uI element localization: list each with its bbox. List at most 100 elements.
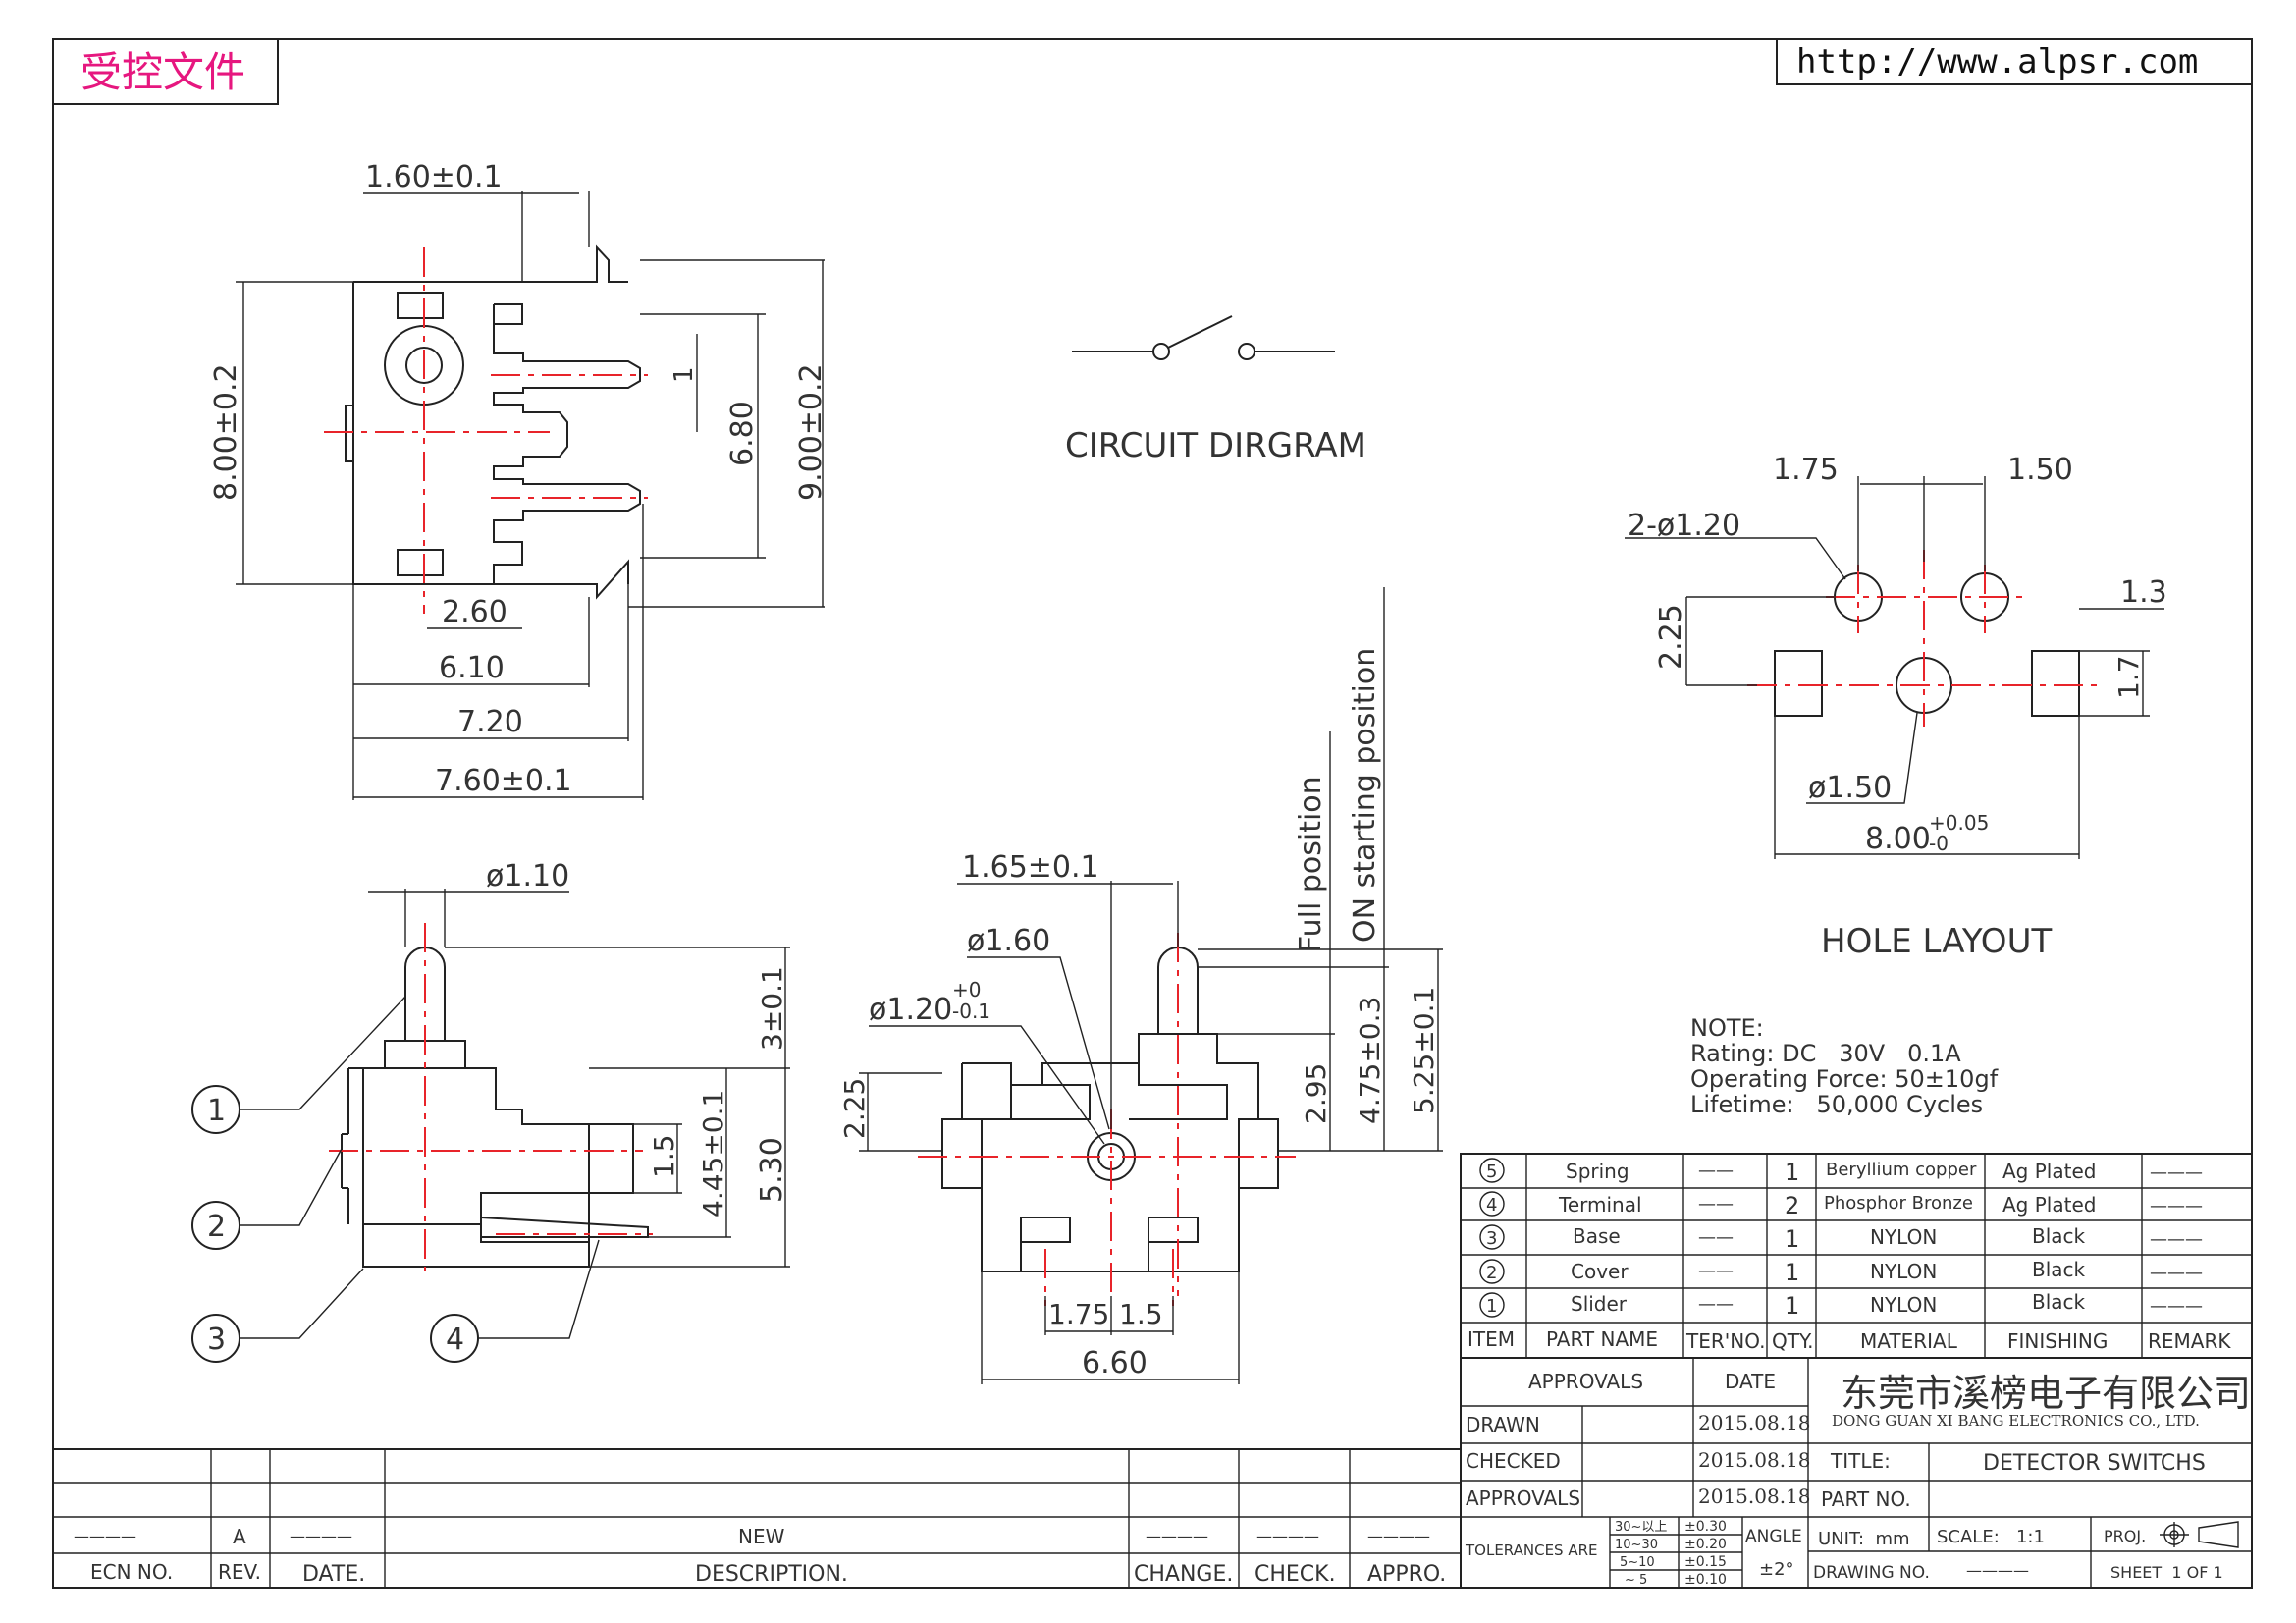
- front-dim-p175: 1.75: [1048, 1298, 1109, 1330]
- bom-qty: 2: [1785, 1192, 1799, 1219]
- rev-header-check: CHECK.: [1255, 1562, 1336, 1587]
- front-dim-d120: ø1.20: [869, 993, 952, 1027]
- rev-value: A: [233, 1525, 246, 1548]
- tb-date-checked: 2015.08.18: [1698, 1448, 1811, 1472]
- callout-2: 2: [207, 1210, 226, 1244]
- tb-tol-value: ±0.15: [1684, 1554, 1727, 1570]
- dim-pin-width: 1.60±0.1: [365, 160, 503, 194]
- bom-qty: 1: [1785, 1225, 1799, 1253]
- tb-tol-value: ±0.10: [1684, 1572, 1727, 1588]
- hole-dim-b: 1.50: [2007, 453, 2073, 487]
- dim-total: 9.00±0.2: [794, 363, 828, 501]
- bom-header: QTY.: [1772, 1329, 1813, 1353]
- label-on-position: ON starting position: [1348, 648, 1382, 943]
- url-box: http://www.alpsr.com: [1776, 39, 2252, 85]
- circuit-diagram: CIRCUIT DIRGRAM: [1065, 315, 1366, 465]
- front-dim-h525: 5.25±0.1: [1408, 987, 1440, 1114]
- tb-title-label: TITLE:: [1830, 1449, 1891, 1473]
- bom-item: 2: [1486, 1263, 1497, 1283]
- bom-name: Spring: [1566, 1160, 1629, 1183]
- side-dim-total: 5.30: [755, 1137, 789, 1203]
- bom-finish: Black: [2032, 1258, 2086, 1281]
- bom-qty: 1: [1785, 1159, 1799, 1186]
- bom-ter: ——: [1698, 1227, 1734, 1248]
- bom-header: FINISHING: [2007, 1329, 2108, 1353]
- note-force: Operating Force: 50±10gf: [1690, 1065, 1999, 1093]
- front-dim-w660: 6.60: [1082, 1346, 1148, 1380]
- tb-checked: CHECKED: [1466, 1449, 1561, 1473]
- callout-3: 3: [207, 1323, 226, 1357]
- tb-tol-range: 5~10: [1620, 1555, 1655, 1570]
- circuit-label: CIRCUIT DIRGRAM: [1065, 426, 1366, 465]
- hole-tol-minus: -0: [1929, 832, 1949, 855]
- company-name-en: DONG GUAN XI BANG ELECTRONICS CO., LTD.: [1832, 1412, 2200, 1430]
- tb-tol-value: ±0.20: [1684, 1537, 1727, 1552]
- tb-tol-range: 30~以上: [1615, 1520, 1667, 1535]
- stamp-text: 受控文件: [80, 48, 245, 96]
- bom-remark: ———: [2150, 1163, 2203, 1183]
- side-view: ø1.10 3±0.1 5.30 4.45±0.1 1.5 1 2 3 4: [191, 859, 790, 1363]
- bom-header: ITEM: [1468, 1327, 1515, 1351]
- bom-ter: ——: [1698, 1261, 1734, 1281]
- front-dim-p15: 1.5: [1119, 1298, 1163, 1330]
- website-url: http://www.alpsr.com: [1796, 42, 2198, 81]
- note-title: NOTE:: [1690, 1014, 1764, 1042]
- hole-dim-holes: 2-ø1.20: [1628, 509, 1740, 543]
- tb-approvals-header: APPROVALS: [1528, 1370, 1643, 1393]
- note-rating: Rating: DC 30V 0.1A: [1690, 1040, 1961, 1067]
- tb-part-no: PART NO.: [1821, 1488, 1911, 1511]
- rev-change-value: ————: [1146, 1527, 1208, 1545]
- tb-scale: SCALE: 1:1: [1937, 1527, 2045, 1547]
- dim-w4: 7.60±0.1: [435, 764, 572, 798]
- bom-material: NYLON: [1870, 1260, 1937, 1283]
- revision-block: ———— A ———— NEW ———— ———— ———— ECN NO. R…: [53, 1448, 1461, 1588]
- rev-desc-value: NEW: [738, 1525, 785, 1548]
- tb-title-value: DETECTOR SWITCHS: [1983, 1451, 2206, 1476]
- front-tol-minus: -0.1: [952, 1000, 990, 1023]
- rev-date-value: ————: [290, 1527, 352, 1545]
- notes: NOTE: Rating: DC 30V 0.1A Operating Forc…: [1690, 1014, 1999, 1118]
- rev-appro-value: ————: [1367, 1527, 1430, 1545]
- hole-dim-a: 1.75: [1773, 453, 1839, 487]
- bom-material: NYLON: [1870, 1225, 1937, 1249]
- front-view: 1.65±0.1 ø1.60 ø1.20 +0 -0.1 2.25 2.95 4…: [838, 587, 1443, 1384]
- tb-tol-range: ~ 5: [1625, 1573, 1647, 1588]
- rev-header-rev: REV.: [218, 1560, 261, 1584]
- tb-tol-range: 10~30: [1615, 1538, 1658, 1552]
- front-dim-h475: 4.75±0.3: [1354, 997, 1386, 1124]
- outer-frame: [52, 38, 2253, 1589]
- dim-height: 8.00±0.2: [209, 363, 243, 501]
- front-dim-h295: 2.95: [1300, 1063, 1332, 1124]
- side-dim-small: 1.5: [648, 1134, 680, 1178]
- tb-date-approvals: 2015.08.18: [1698, 1485, 1811, 1508]
- bom-ter: ——: [1698, 1194, 1734, 1215]
- rev-header-ecn: ECN NO.: [90, 1560, 173, 1584]
- bom-name: Base: [1573, 1224, 1621, 1248]
- tb-proj: PROJ.: [2104, 1527, 2146, 1545]
- hole-dim-d: 2.25: [1654, 604, 1688, 670]
- controlled-doc-stamp: 受控文件: [53, 38, 279, 105]
- hole-layout: 1.75 1.50 2-ø1.20 2.25 1.3 1.7 ø1.50 8.0…: [1625, 453, 2167, 961]
- tb-date-drawn: 2015.08.18: [1698, 1411, 1811, 1434]
- company-name-cn: 东莞市溪榜电子有限公司: [1841, 1372, 2251, 1415]
- side-dim-top: 3±0.1: [756, 966, 788, 1051]
- bom-item: 3: [1486, 1228, 1497, 1249]
- bom-remark: ———: [2150, 1229, 2203, 1250]
- tb-approvals: APPROVALS: [1466, 1487, 1580, 1510]
- bom-finish: Ag Plated: [2002, 1160, 2096, 1183]
- bom-name: Cover: [1571, 1260, 1629, 1283]
- tb-drawing-no-value: ————: [1966, 1561, 2029, 1580]
- bom-material: Phosphor Bronze: [1824, 1193, 1973, 1214]
- bom-material: Beryllium copper: [1826, 1160, 1977, 1180]
- side-dim-mid: 4.45±0.1: [697, 1090, 729, 1217]
- hole-dim-width: 8.00: [1865, 822, 1931, 856]
- rev-ecn-value: ————: [74, 1527, 136, 1545]
- title-block: APPROVALS DATE DRAWN CHECKED APPROVALS 2…: [1460, 1357, 2253, 1589]
- bom-finish: Black: [2032, 1224, 2086, 1248]
- dim-w1: 2.60: [442, 595, 507, 629]
- tb-sheet: SHEET 1 OF 1: [2110, 1563, 2223, 1582]
- projection-symbol-icon: [2160, 1521, 2239, 1548]
- tb-drawing-no: DRAWING NO.: [1813, 1563, 1930, 1583]
- callout-4: 4: [446, 1323, 464, 1357]
